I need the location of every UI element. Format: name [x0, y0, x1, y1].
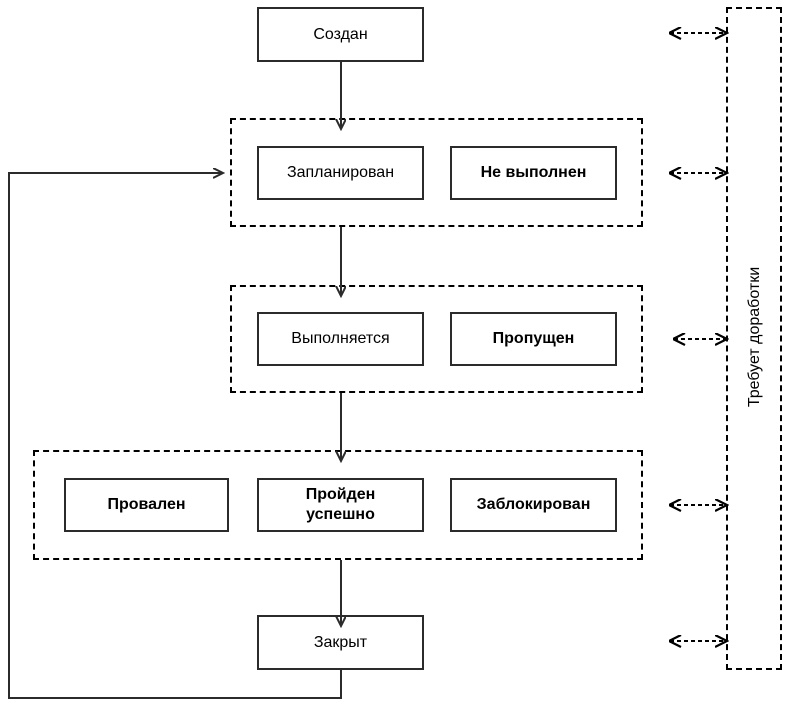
state-box-closed[interactable]: Закрыт — [257, 615, 424, 670]
rework-panel-label: Требует доработки — [746, 266, 763, 408]
state-box-passed[interactable]: Пройден успешно — [257, 478, 424, 532]
state-box-failed[interactable]: Провален — [64, 478, 229, 532]
state-label-closed: Закрыт — [313, 633, 368, 651]
state-label-skipped: Пропущен — [492, 330, 575, 347]
state-label-planned: Запланирован — [286, 164, 395, 181]
state-label-not-executed: Не выполнен — [480, 164, 587, 181]
state-label-passed: Пройден успешно — [305, 486, 376, 523]
state-box-planned[interactable]: Запланирован — [257, 146, 424, 200]
state-box-created[interactable]: Создан — [257, 7, 424, 62]
state-box-not-executed[interactable]: Не выполнен — [450, 146, 617, 200]
state-box-in-progress[interactable]: Выполняется — [257, 312, 424, 366]
state-label-in-progress: Выполняется — [291, 330, 390, 347]
state-box-skipped[interactable]: Пропущен — [450, 312, 617, 366]
state-label-created: Создан — [313, 25, 368, 43]
state-box-blocked[interactable]: Заблокирован — [450, 478, 617, 532]
state-label-blocked: Заблокирован — [476, 496, 591, 513]
state-label-failed: Провален — [107, 496, 186, 513]
